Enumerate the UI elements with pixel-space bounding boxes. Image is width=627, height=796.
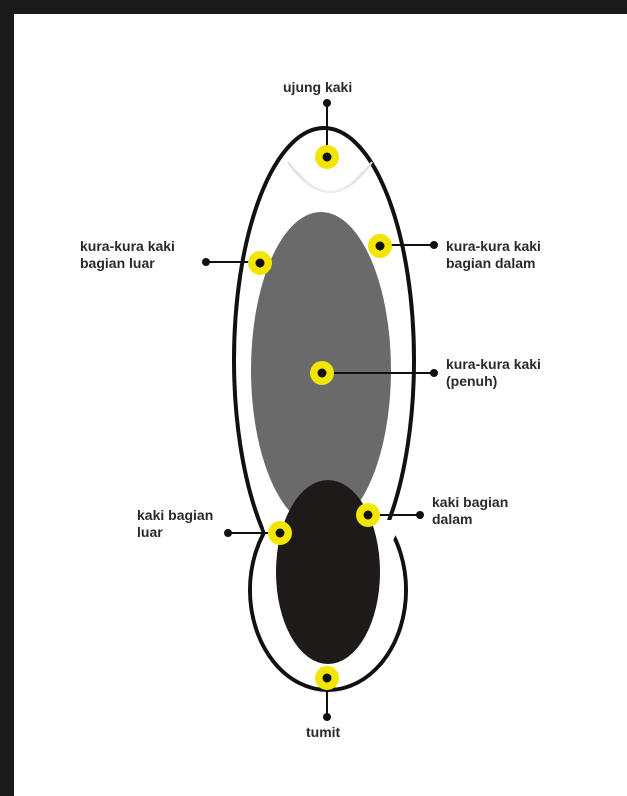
leader-dot-inner-top [430,241,438,249]
frame-top-border [0,0,627,14]
leader-dot-full [430,369,438,377]
marker-full [310,361,334,385]
label-outer-side: kaki bagian luar [137,507,213,541]
marker-outer-top [248,251,272,275]
marker-inner-top [368,234,392,258]
marker-toe [315,145,339,169]
frame-left-border [0,0,14,796]
leader-dot-inner-side [416,511,424,519]
leader-dot-heel [323,713,331,721]
label-toe: ujung kaki [283,79,352,96]
label-inner-top: kura-kura kaki bagian dalam [446,238,541,272]
label-heel: tumit [306,724,340,741]
marker-inner-side [356,503,380,527]
leader-dot-toe [323,99,331,107]
frame-bottom-space [14,784,627,796]
marker-outer-side [268,521,292,545]
label-outer-top: kura-kura kaki bagian luar [80,238,175,272]
label-inner-side: kaki bagian dalam [432,494,508,528]
leader-dot-outer-top [202,258,210,266]
marker-heel [315,666,339,690]
label-full: kura-kura kaki (penuh) [446,356,541,390]
leader-dot-outer-side [224,529,232,537]
